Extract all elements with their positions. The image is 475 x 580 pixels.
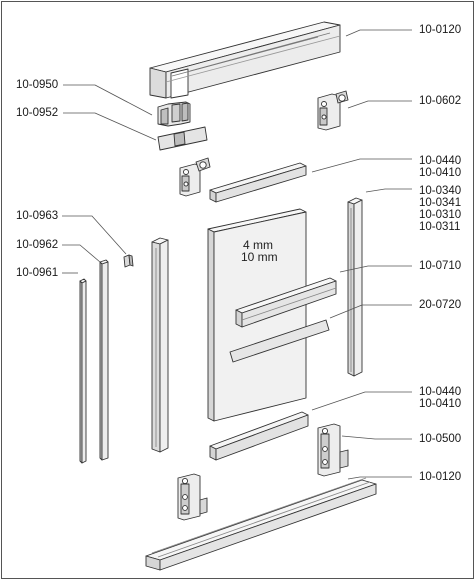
top-glass-profile (209, 162, 307, 203)
top-roller-right (317, 90, 349, 131)
guide-insert-plate (157, 126, 208, 151)
leader-lines (62, 29, 412, 480)
bottom-glass-profile (209, 411, 309, 461)
glass-thickness-10mm: 10 mm (241, 250, 278, 264)
label-clip: 10-0963 (16, 210, 59, 222)
label-top-track: 10-0120 (419, 24, 462, 36)
bottom-roller-left (177, 473, 208, 521)
side-profile-left (151, 237, 169, 453)
side-profile-right (347, 197, 363, 377)
bottom-track (145, 477, 377, 571)
handle-profile (235, 277, 337, 328)
label-strip-2: 10-0961 (16, 267, 59, 279)
label-side-profile-3: 10-0310 (419, 209, 462, 221)
label-bottom-roller: 10-0500 (419, 433, 462, 445)
label-side-profile-1: 10-0340 (419, 185, 462, 197)
label-top-roller: 10-0602 (419, 95, 462, 107)
strip-wide (99, 259, 109, 461)
label-handle-insert: 20-0720 (419, 299, 462, 311)
top-track (149, 21, 341, 99)
clip-part (123, 254, 134, 268)
strip-narrow (79, 278, 87, 464)
top-roller-left (179, 157, 211, 197)
label-bottom-profile-2: 10-0410 (419, 398, 462, 410)
label-bottom-profile-1: 10-0440 (419, 386, 462, 398)
label-side-profile-2: 10-0341 (419, 197, 462, 209)
bottom-roller-right (317, 423, 349, 477)
handle-insert (229, 319, 330, 363)
label-handle-profile: 10-0710 (419, 260, 462, 272)
label-side-profile-4: 10-0311 (419, 221, 461, 233)
label-top-profile-2: 10-0410 (419, 167, 462, 179)
label-top-guide-2: 10-0952 (16, 107, 59, 119)
label-top-profile-1: 10-0440 (419, 155, 462, 167)
glass-thickness-4mm: 4 mm (243, 238, 273, 252)
label-top-guide-1: 10-0950 (16, 79, 59, 91)
label-strip-1: 10-0962 (16, 239, 59, 251)
label-bottom-track: 10-0120 (419, 471, 462, 483)
top-guide-part (157, 101, 191, 127)
